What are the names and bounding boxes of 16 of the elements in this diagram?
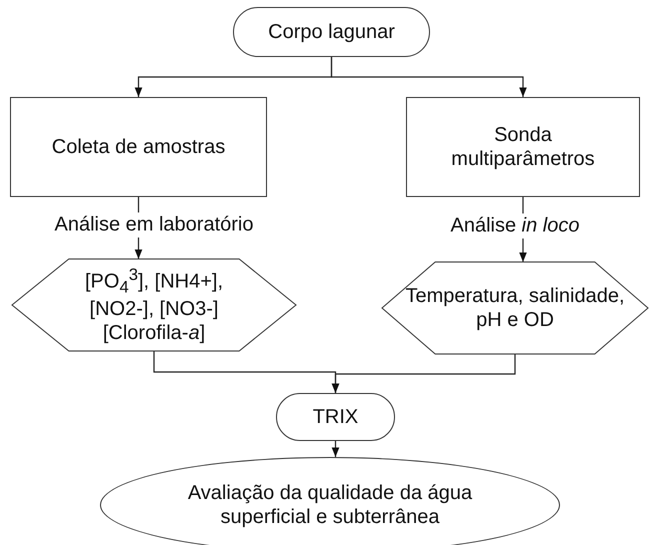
node-text: Coleta de amostras	[52, 135, 226, 159]
data-hexagon	[12, 259, 296, 351]
node-text: Sonda multiparâmetros	[450, 123, 596, 171]
node-text: Corpo lagunar	[268, 20, 395, 44]
arrow	[332, 354, 516, 393]
arrow	[332, 441, 340, 457]
node-text: Avaliação da qualidade da água superficial e subterrânea	[186, 481, 474, 529]
process-box	[406, 97, 640, 197]
arrow	[330, 57, 527, 97]
start-terminal	[233, 7, 430, 57]
data-hexagon	[382, 262, 648, 354]
process-box	[10, 97, 267, 197]
node-text: TRIX	[312, 405, 358, 429]
node-text: Temperatura, salinidade, pH e OD	[405, 284, 625, 332]
node-text: [PO$_{4}$$^{3}$], [NH4+], [NO2-], [NO3-] [Clorofila-a]	[84, 264, 224, 346]
process-terminal	[276, 393, 395, 441]
